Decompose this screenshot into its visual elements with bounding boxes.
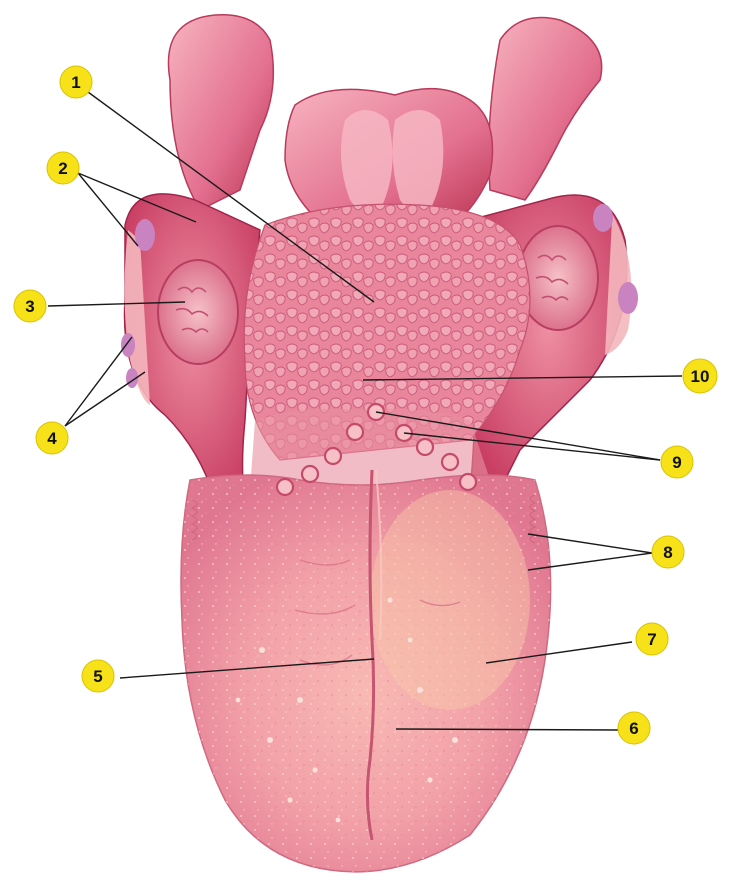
badge-9: 9	[660, 445, 694, 479]
leader-line-8a	[527, 533, 653, 554]
leader-line-7	[485, 641, 633, 664]
upper-folds	[167, 13, 603, 231]
callout-badges: 1 2 3 4 5 6 7 8	[13, 65, 718, 745]
badge-1: 1	[59, 65, 93, 99]
leader-line-3	[47, 301, 186, 307]
leader-line-10	[362, 375, 683, 381]
svg-text:7: 7	[647, 630, 656, 649]
leader-line-8b	[527, 552, 653, 571]
leader-line-2a	[77, 172, 197, 223]
foliate-patches	[121, 204, 638, 388]
leader-line-4b	[64, 371, 146, 427]
svg-text:6: 6	[629, 719, 638, 738]
badge-5: 5	[81, 659, 115, 693]
svg-text:10: 10	[691, 367, 710, 386]
svg-text:1: 1	[71, 73, 80, 92]
badge-8: 8	[651, 535, 685, 569]
svg-text:5: 5	[93, 667, 102, 686]
badge-2: 2	[46, 151, 80, 185]
badge-6: 6	[617, 711, 651, 745]
badge-7: 7	[635, 622, 669, 656]
badge-3: 3	[13, 289, 47, 323]
leader-line-9a	[375, 411, 661, 461]
svg-text:4: 4	[47, 429, 57, 448]
svg-text:8: 8	[663, 543, 672, 562]
svg-text:3: 3	[25, 297, 34, 316]
leader-line-2b	[77, 172, 139, 247]
tongue-body	[180, 469, 552, 873]
leader-line-4a	[64, 336, 133, 427]
leader-line-5	[119, 658, 375, 679]
leader-line-9b	[403, 432, 661, 461]
svg-text:9: 9	[672, 453, 681, 472]
badge-4: 4	[35, 421, 69, 455]
tongue-root	[243, 203, 531, 490]
leader-line-1	[87, 91, 375, 303]
badge-10: 10	[682, 358, 718, 394]
svg-text:2: 2	[58, 159, 67, 178]
palatine-tonsils	[157, 225, 599, 365]
leader-line-6	[395, 728, 619, 731]
leader-lines	[47, 91, 683, 731]
